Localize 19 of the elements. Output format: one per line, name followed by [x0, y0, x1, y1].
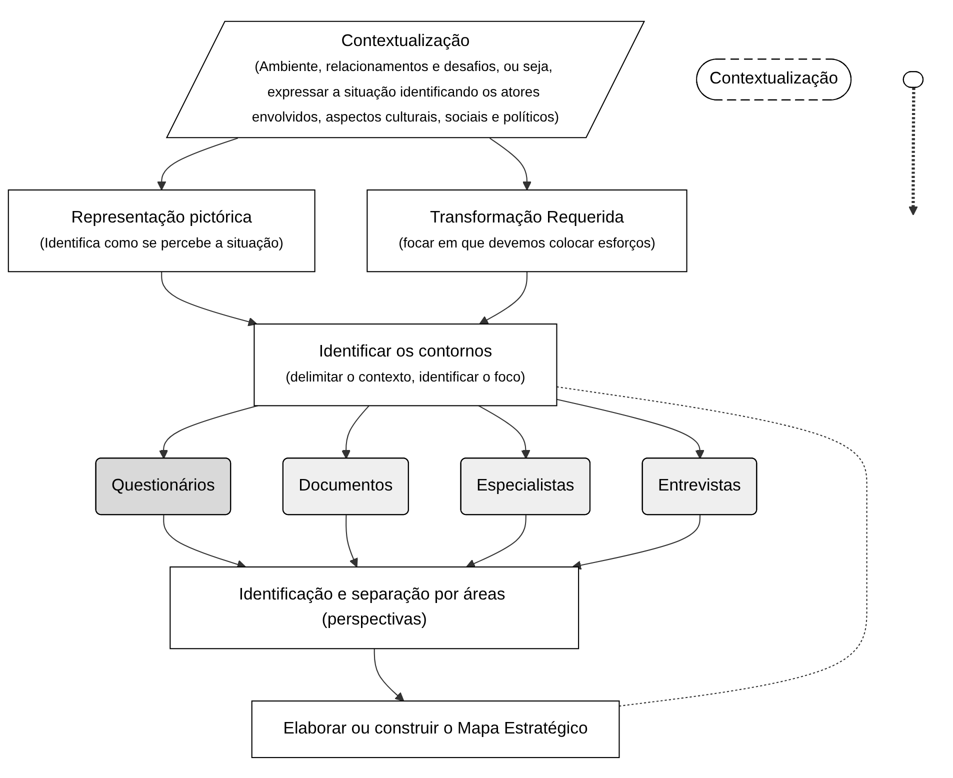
node-box: Elaborar ou construir o Mapa Estratégico — [251, 700, 620, 758]
arrow — [908, 87, 918, 216]
arrow — [556, 398, 704, 459]
arrow — [341, 404, 370, 459]
arrow — [346, 514, 358, 567]
arrow — [161, 271, 258, 326]
arrow — [466, 514, 526, 568]
arrow — [479, 271, 528, 324]
arrow — [478, 404, 530, 459]
connector — [556, 386, 868, 706]
arrow — [374, 648, 404, 701]
arrow — [158, 404, 258, 459]
node-box: Representação pictórica (Identifica como se percebe a situação) — [8, 188, 316, 272]
arrow — [157, 137, 238, 190]
arrow — [489, 137, 532, 190]
node-box: Identificar os contornos (delimitar o contexto, identificar o foco) — [254, 323, 558, 406]
node-box: Identificação e separação por áreas (perspectivas) — [170, 566, 580, 649]
arrow — [572, 514, 701, 570]
node-box: Transformação Requerida (focar em que devemos colocar esforços) — [366, 188, 688, 272]
